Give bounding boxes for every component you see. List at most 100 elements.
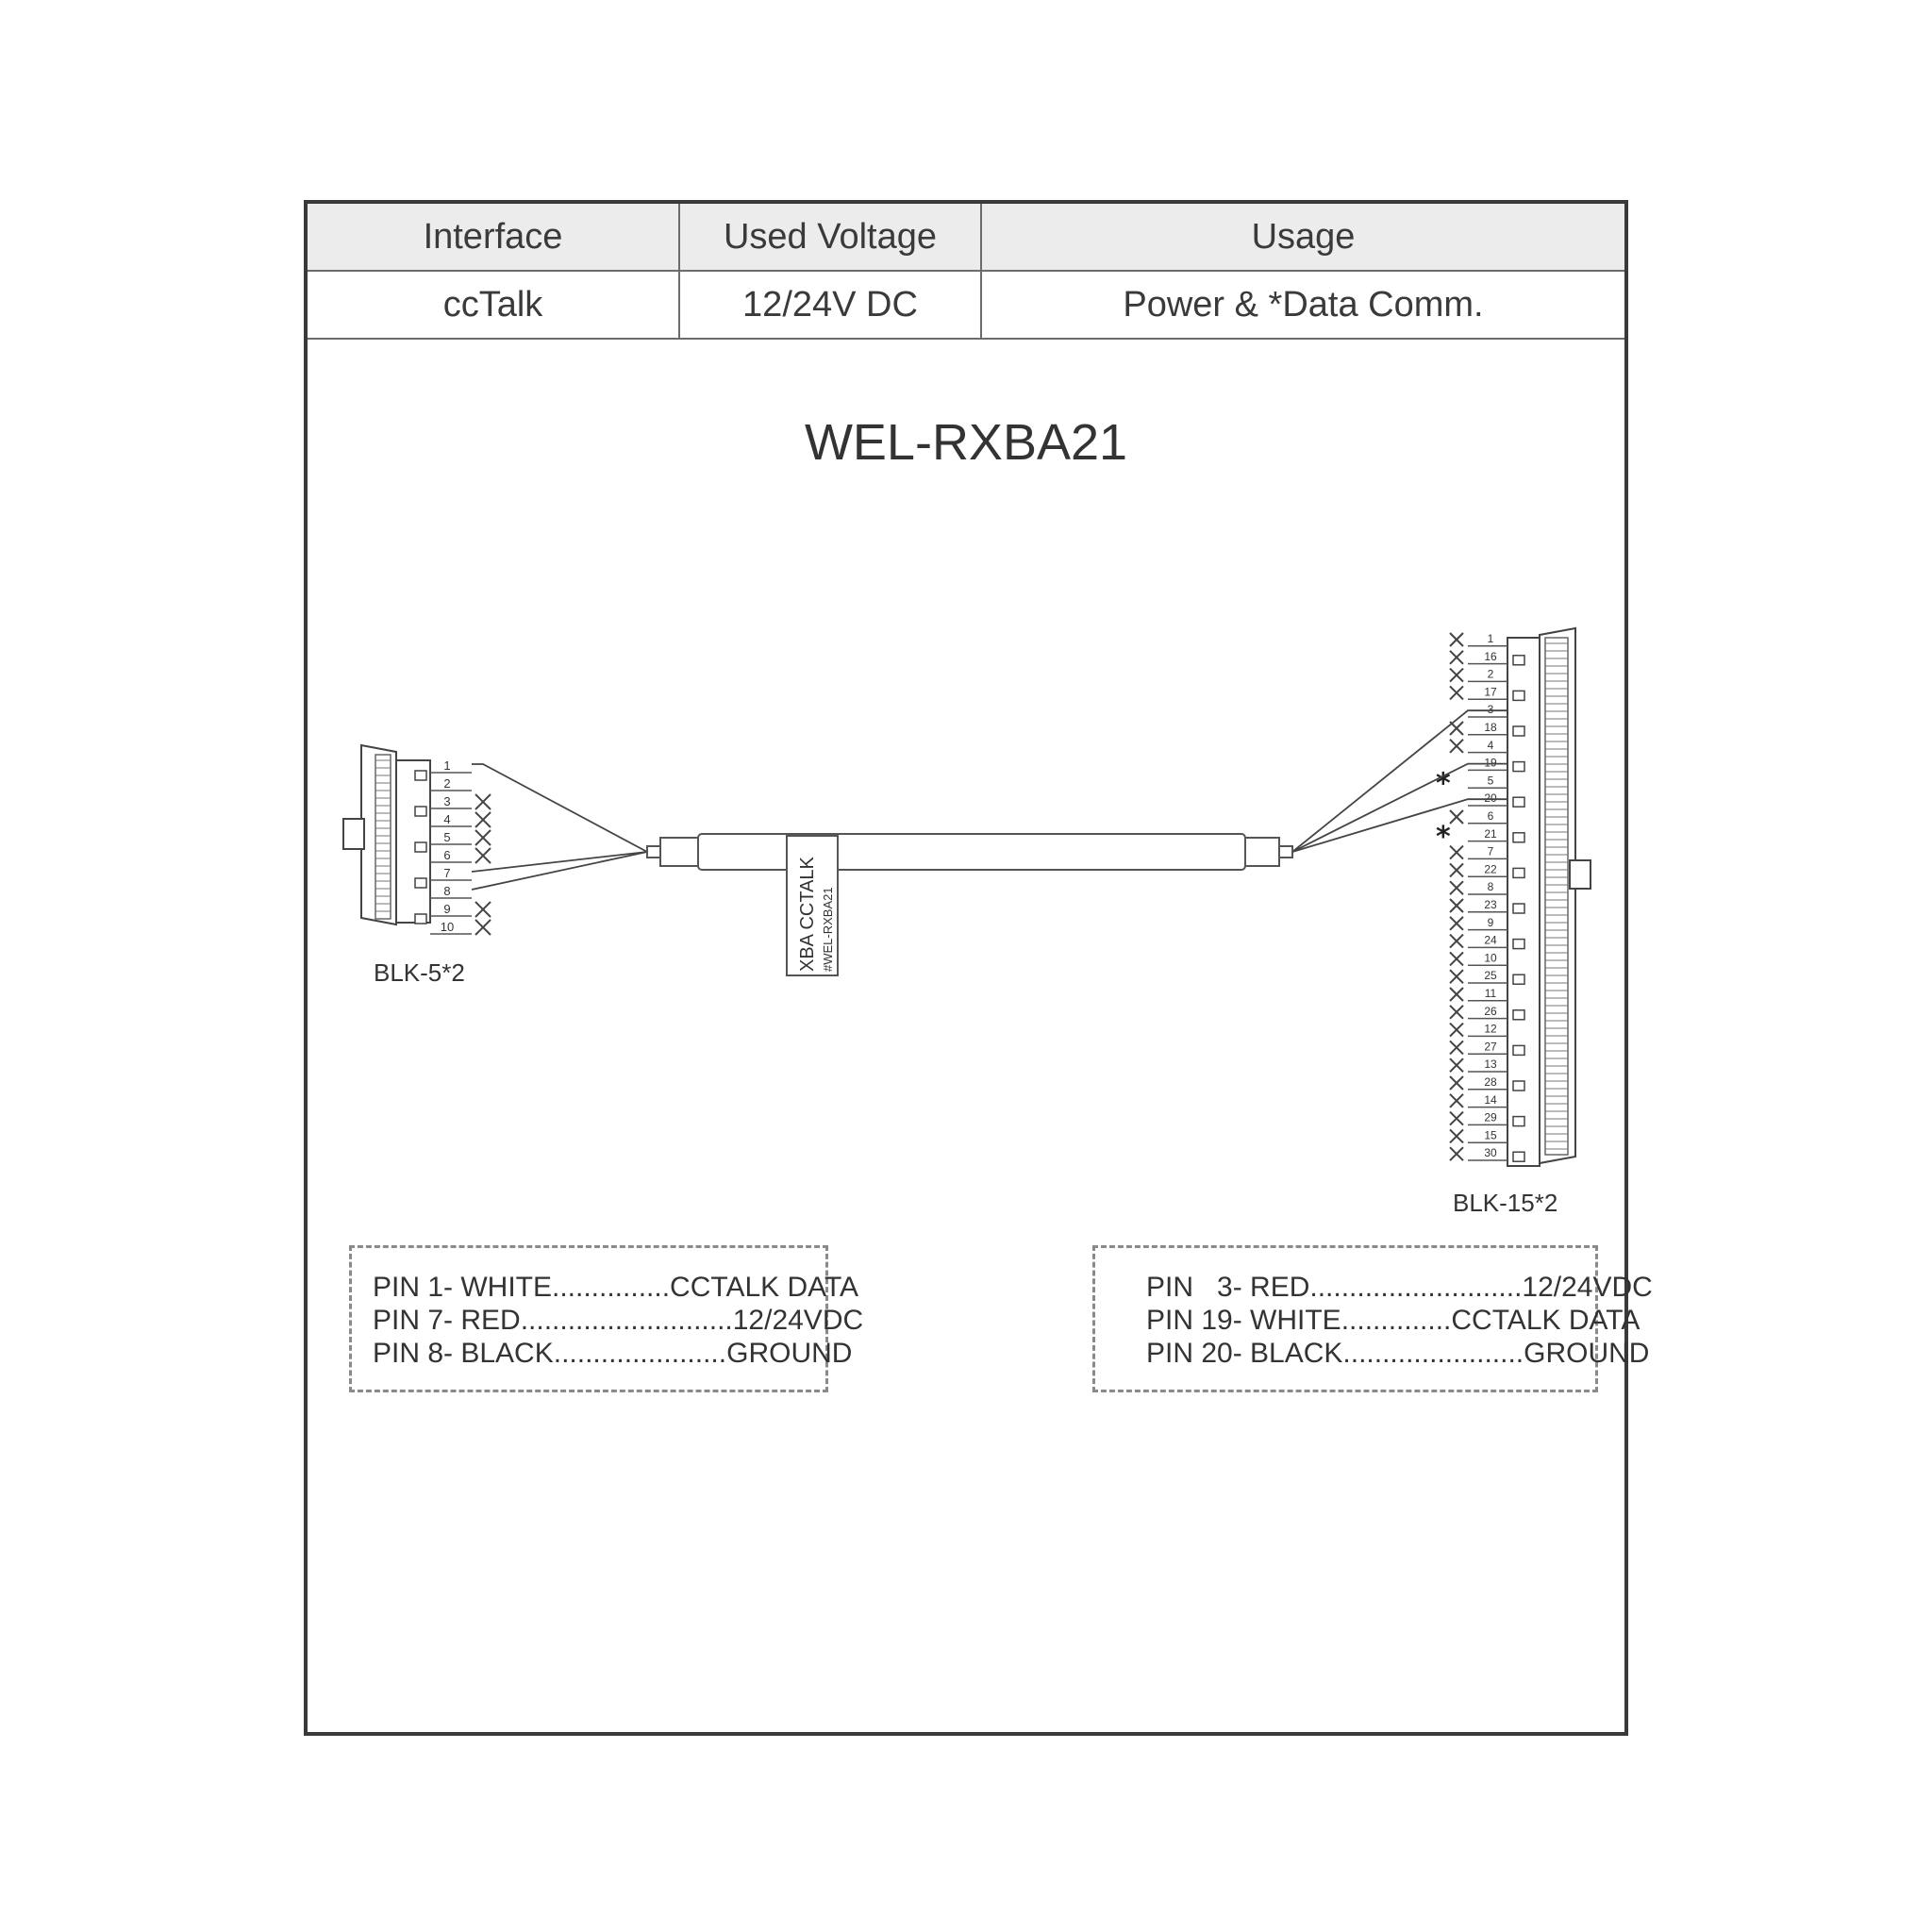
left-pin-unused-mark — [475, 793, 491, 810]
right-pin-unused-mark — [1449, 987, 1464, 1002]
diagram-title: WEL-RXBA21 — [804, 414, 1128, 471]
right-connector-name: BLK-15*2 — [1453, 1189, 1557, 1217]
left-pin-label: 10 — [441, 920, 454, 934]
right-pin-label: 20 — [1484, 791, 1497, 805]
right-pin-unused-mark — [1449, 844, 1464, 860]
left-wire — [471, 851, 648, 891]
spec-table: Interface Used Voltage Usage ccTalk 12/2… — [308, 204, 1624, 340]
right-pin-label: 30 — [1484, 1146, 1497, 1159]
right-wire — [1291, 762, 1507, 853]
right-pin-label: 13 — [1484, 1058, 1497, 1071]
right-pin-label: 22 — [1484, 862, 1497, 875]
left-pin-label: 3 — [443, 794, 450, 808]
left-pin-label: 5 — [443, 830, 450, 844]
value-usage: Power & *Data Comm. — [980, 270, 1624, 340]
right-pin-unused-mark — [1449, 898, 1464, 913]
right-pin-marker: * — [1436, 821, 1451, 854]
cable-body — [697, 833, 1246, 871]
right-pin-label: 4 — [1488, 739, 1494, 752]
right-pin-terminal — [1512, 690, 1525, 702]
right-pin-label: 12 — [1484, 1023, 1497, 1036]
left-pin-terminal — [414, 841, 427, 853]
right-pin-label: 23 — [1484, 898, 1497, 911]
right-pin-label: 21 — [1484, 827, 1497, 841]
right-pin-unused-mark — [1449, 862, 1464, 878]
left-connector-name: BLK-5*2 — [374, 958, 465, 987]
right-pin-label: 16 — [1484, 650, 1497, 663]
right-pin-label: 8 — [1488, 880, 1494, 893]
right-pin-terminal — [1512, 1151, 1525, 1162]
right-pin-label: 11 — [1485, 987, 1497, 1000]
right-pin-label: 9 — [1488, 916, 1494, 929]
right-pin-terminal — [1512, 974, 1525, 985]
right-pin-label: 24 — [1484, 934, 1497, 947]
left-pin-terminal — [414, 913, 427, 924]
right-pin-unused-mark — [1449, 667, 1464, 683]
right-pin-unused-mark — [1449, 916, 1464, 931]
legend-right-line: PIN 19- WHITE..............CCTALK DATA — [1146, 1305, 1641, 1336]
right-pin-label: 7 — [1488, 845, 1494, 858]
legend-right: PIN 3- RED...........................12/… — [1092, 1245, 1653, 1392]
right-pin-label: 17 — [1484, 685, 1497, 698]
header-used-voltage: Used Voltage — [678, 204, 982, 272]
left-pin-label: 6 — [443, 848, 450, 862]
header-interface: Interface — [308, 204, 680, 272]
right-pin-unused-mark — [1449, 1075, 1464, 1091]
right-pin-unused-mark — [1449, 739, 1464, 754]
right-pin-unused-mark — [1449, 951, 1464, 967]
spec-value-row: ccTalk 12/24V DC Power & *Data Comm. — [308, 270, 1624, 340]
left-pin-label: 8 — [443, 884, 450, 898]
right-pin-label: 27 — [1484, 1040, 1497, 1053]
right-pin-terminal — [1512, 938, 1525, 950]
right-pin-unused-mark — [1449, 809, 1464, 824]
right-pin-unused-mark — [1449, 1058, 1464, 1073]
right-pin-label: 29 — [1484, 1111, 1497, 1124]
left-wire — [472, 763, 648, 853]
right-wire — [1291, 709, 1507, 853]
diagram-frame: Interface Used Voltage Usage ccTalk 12/2… — [304, 200, 1628, 1736]
right-pin-label: 26 — [1484, 1005, 1497, 1018]
right-pin-unused-mark — [1449, 632, 1464, 647]
right-pin-unused-mark — [1449, 1128, 1464, 1144]
right-pin-label: 3 — [1488, 703, 1494, 716]
cable-tag — [786, 835, 839, 976]
right-pin-terminal — [1512, 832, 1525, 843]
right-connector-latch — [1569, 859, 1591, 890]
right-pin-terminal — [1512, 1044, 1525, 1057]
right-pin-terminal — [1512, 725, 1525, 737]
cable-tag-line2: #WEL-RXBA21 — [821, 887, 835, 972]
wires — [471, 709, 1507, 891]
right-pin-unused-mark — [1449, 650, 1464, 665]
left-pin-label: 9 — [443, 902, 450, 916]
right-pin-unused-mark — [1449, 880, 1464, 895]
right-pin-label: 15 — [1484, 1128, 1497, 1141]
right-pin-label: 1 — [1488, 632, 1494, 645]
right-pin-label: 18 — [1484, 721, 1497, 734]
left-pin-label: 4 — [443, 812, 450, 826]
right-wire — [1291, 798, 1507, 853]
right-pin-label: 14 — [1484, 1093, 1497, 1107]
left-pin-label: 1 — [443, 758, 450, 773]
left-pin-unused-mark — [475, 829, 491, 846]
value-used-voltage: 12/24V DC — [678, 270, 982, 340]
right-connector: 1162173184195*20621*72282392410251126122… — [1436, 626, 1591, 1167]
left-pin-unused-mark — [475, 811, 491, 828]
right-pin-terminal — [1512, 796, 1525, 808]
left-pin-unused-mark — [475, 847, 491, 864]
right-pin-unused-mark — [1449, 1022, 1464, 1038]
right-pin-label: 5 — [1488, 774, 1494, 787]
right-pin-label: 25 — [1484, 969, 1497, 982]
right-pin-unused-mark — [1449, 969, 1464, 984]
right-pin-terminal — [1512, 655, 1525, 666]
legend-right-line: PIN 3- RED...........................12/… — [1146, 1272, 1653, 1303]
right-pin-label: 6 — [1488, 809, 1494, 823]
right-pin-unused-mark — [1449, 721, 1464, 736]
left-pin-terminal — [414, 806, 427, 817]
left-pin-terminal — [414, 770, 427, 781]
right-pin-unused-mark — [1449, 1005, 1464, 1020]
left-connector-pinblock — [395, 759, 431, 924]
right-pin-terminal — [1512, 1080, 1525, 1091]
cable: XBA CCTALK #WEL-RXBA21 — [646, 833, 1293, 976]
left-connector-latch — [342, 818, 365, 850]
